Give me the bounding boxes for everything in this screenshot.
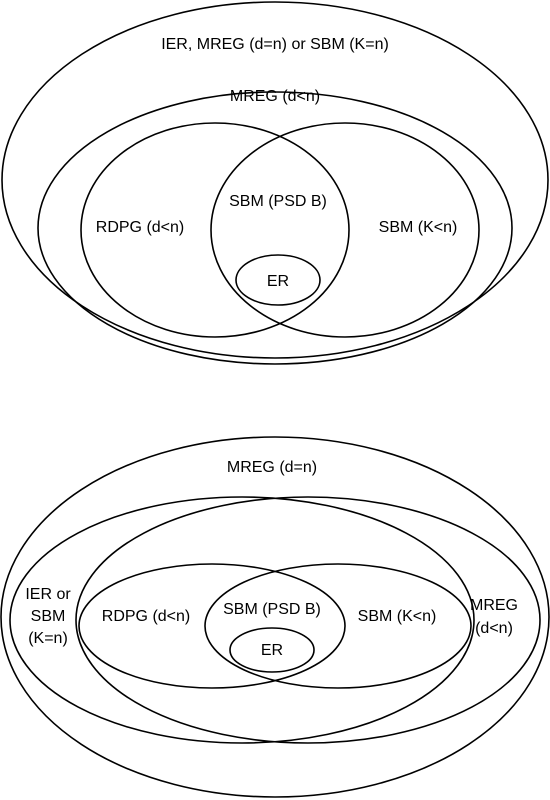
bottom-outer-ellipse	[0, 436, 550, 798]
top-mreg-label: MREG (d<n)	[230, 88, 320, 105]
bottom-ier-label-line3: (K=n)	[28, 630, 68, 647]
top-er-label: ER	[267, 273, 289, 290]
bottom-mreg-label-line2: (d<n)	[475, 620, 513, 637]
top-outer-ellipse	[1, 1, 549, 359]
bottom-er-label: ER	[261, 642, 283, 659]
bottom-rdpg-circle	[78, 563, 346, 689]
bottom-ier-label-line2: SBM	[31, 608, 66, 625]
bottom-mreg-label-line1: MREG	[470, 597, 518, 614]
top-er-ellipse	[235, 254, 321, 306]
top-mreg-ellipse	[37, 91, 513, 365]
bottom-diagram: MREG (d=n) IER or SBM (K=n) MREG (d<n) R…	[0, 436, 550, 798]
top-rdpg-circle	[80, 122, 350, 338]
top-sbm-label: SBM (K<n)	[379, 219, 458, 236]
bottom-ier-label-line1: IER or	[25, 586, 71, 603]
bottom-sbm-circle	[204, 563, 472, 689]
bottom-er-ellipse	[229, 627, 315, 673]
bottom-ier-ellipse	[9, 496, 475, 744]
top-sbm-psd-label: SBM (PSD B)	[229, 193, 327, 210]
top-outer-label: IER, MREG (d=n) or SBM (K=n)	[161, 36, 389, 53]
top-sbm-circle	[210, 122, 480, 338]
bottom-sbm-label: SBM (K<n)	[358, 608, 437, 625]
bottom-rdpg-label: RDPG (d<n)	[102, 608, 190, 625]
bottom-mreg-ellipse	[75, 496, 541, 744]
top-diagram: IER, MREG (d=n) or SBM (K=n) MREG (d<n) …	[1, 1, 549, 365]
bottom-outer-label: MREG (d=n)	[227, 459, 317, 476]
bottom-sbm-psd-label: SBM (PSD B)	[223, 601, 321, 618]
top-rdpg-label: RDPG (d<n)	[96, 219, 184, 236]
